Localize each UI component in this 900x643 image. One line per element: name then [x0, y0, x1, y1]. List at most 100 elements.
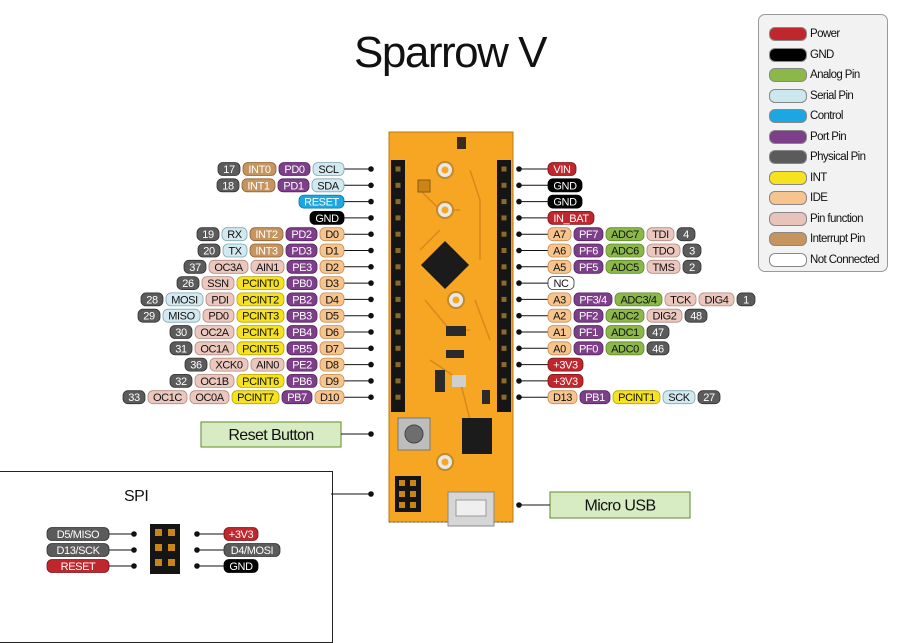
legend-label: Power — [810, 28, 840, 40]
right-pin-label-shape — [605, 243, 645, 258]
left-pin-label-label: PCINT0 — [242, 278, 279, 290]
right-header-pin — [501, 264, 507, 270]
left-pin-label-shape — [194, 373, 235, 388]
left-pin-label-shape — [236, 341, 285, 356]
left-pin-label-label: 26 — [182, 278, 194, 290]
icsp-header-pin — [410, 491, 416, 497]
left-pin-label-label: MOSI — [171, 294, 198, 306]
right-pin-label: NC — [547, 276, 575, 290]
mounting-hole-center — [452, 296, 460, 304]
left-pin-label: D4 — [319, 292, 345, 307]
mounting-hole-center — [441, 206, 449, 214]
microcontroller-chip — [420, 240, 470, 290]
left-pin-label: OC1C — [147, 390, 188, 404]
right-pin-label: A2 — [547, 308, 572, 323]
right-header-pin — [501, 329, 507, 335]
left-pin-label: 28 — [140, 292, 164, 306]
right-pin-label-shape — [684, 308, 708, 323]
right-pin-label-shape — [573, 259, 604, 274]
left-pin-label-shape — [241, 178, 276, 193]
left-pin-label-shape — [162, 308, 201, 323]
left-pin-label-label: SSN — [207, 278, 229, 290]
left-pin-label-shape — [208, 259, 249, 274]
left-pin-label-label: RX — [227, 229, 243, 241]
usb-chip — [462, 418, 492, 454]
legend-swatch — [769, 27, 807, 41]
left-pin-label: 17 — [217, 162, 241, 176]
left-pin-label-label: D4 — [325, 294, 339, 306]
left-pin-label-shape — [236, 292, 285, 307]
right-pin-label-label: VIN — [553, 164, 571, 176]
left-pin-label: 31 — [169, 341, 193, 355]
icsp-header — [395, 476, 421, 512]
left-pin-label: AIN0 — [250, 357, 285, 372]
left-pin-label-label: RESET — [304, 197, 339, 209]
left-pin-label-label: PB6 — [292, 376, 312, 388]
left-pin-label-shape — [285, 227, 318, 242]
left-pin-label-shape — [222, 243, 248, 258]
left-pin-label: OC2A — [194, 325, 235, 339]
left-pin-label-label: PCINT6 — [242, 376, 279, 388]
left-pin-label-shape — [319, 341, 345, 356]
left-pin-label-shape — [250, 357, 285, 372]
left-pin-label: PD2 — [285, 227, 318, 242]
icsp-header-pin — [399, 491, 405, 497]
board — [388, 131, 514, 527]
right-pin-label: ADC3/4 — [614, 292, 663, 306]
smd-component — [446, 350, 464, 358]
left-pin-label-shape — [314, 390, 345, 405]
right-header-strip — [497, 160, 511, 412]
right-pin-label-label: DIG4 — [704, 294, 728, 306]
spi-header-pin — [168, 529, 175, 536]
left-pin-label-shape — [197, 243, 221, 258]
right-header-pin — [501, 182, 507, 188]
right-pin-label-shape — [573, 341, 604, 356]
left-pin-label-label: PE2 — [292, 360, 312, 372]
right-pin-label-shape — [579, 390, 611, 405]
legend-swatch — [769, 232, 807, 246]
smd-component — [417, 179, 431, 193]
left-pin-label-label: PD2 — [291, 229, 311, 241]
left-pin-label-shape — [196, 227, 220, 242]
left-pin-label-label: PCINT2 — [242, 294, 279, 306]
left-pin-label-label: D5 — [325, 311, 339, 323]
left-pin-label-label: OC1B — [200, 376, 228, 388]
left-pin-label: XCK0 — [209, 357, 249, 372]
left-pin-label-label: PB5 — [292, 343, 312, 355]
right-pin-label: PF0 — [573, 341, 604, 356]
spi-dot — [368, 491, 374, 497]
right-pin-label-shape — [646, 308, 683, 323]
right-pin-label-label: PF0 — [579, 343, 598, 355]
left-pin-label-label: MISO — [168, 311, 195, 323]
left-pin-label: D0 — [319, 227, 345, 242]
left-pin-label: PD0 — [202, 308, 235, 323]
left-pin-label-shape — [319, 292, 345, 307]
right-pin-label-label: ADC1 — [611, 327, 639, 339]
legend-label: Analog Pin — [810, 69, 860, 81]
left-pin-label: PB0 — [286, 276, 318, 290]
spi-right-label-shape — [223, 559, 259, 573]
left-pin-label-label: PB0 — [292, 278, 312, 290]
left-pin-label: RESET — [298, 194, 345, 209]
left-pin-label-shape — [250, 259, 285, 274]
left-pin-label: SDA — [311, 178, 345, 192]
left-pin-label-shape — [201, 276, 235, 291]
left-pin-label: PB3 — [286, 308, 318, 323]
left-pin-label-label: D8 — [325, 360, 339, 372]
right-pin-label-shape — [547, 194, 583, 209]
legend-label: Not Connected — [810, 253, 880, 266]
right-pin-label-label: PB1 — [585, 392, 605, 404]
left-pin-label-label: PD0 — [208, 311, 228, 323]
smd-component — [446, 326, 466, 336]
left-pin-label-label: PE3 — [292, 262, 312, 274]
legend-swatch — [769, 68, 807, 82]
left-pin-label-shape — [319, 373, 345, 388]
spi-left-label-label: D13/SCK — [56, 545, 100, 557]
left-pin-label-label: PCINT4 — [242, 327, 279, 339]
right-pin-label: 48 — [684, 308, 708, 323]
smd-component — [482, 390, 490, 404]
legend-item: Interrupt Pin — [769, 231, 865, 247]
left-pin-label-label: D6 — [325, 327, 339, 339]
left-pin-label-shape — [319, 227, 345, 242]
